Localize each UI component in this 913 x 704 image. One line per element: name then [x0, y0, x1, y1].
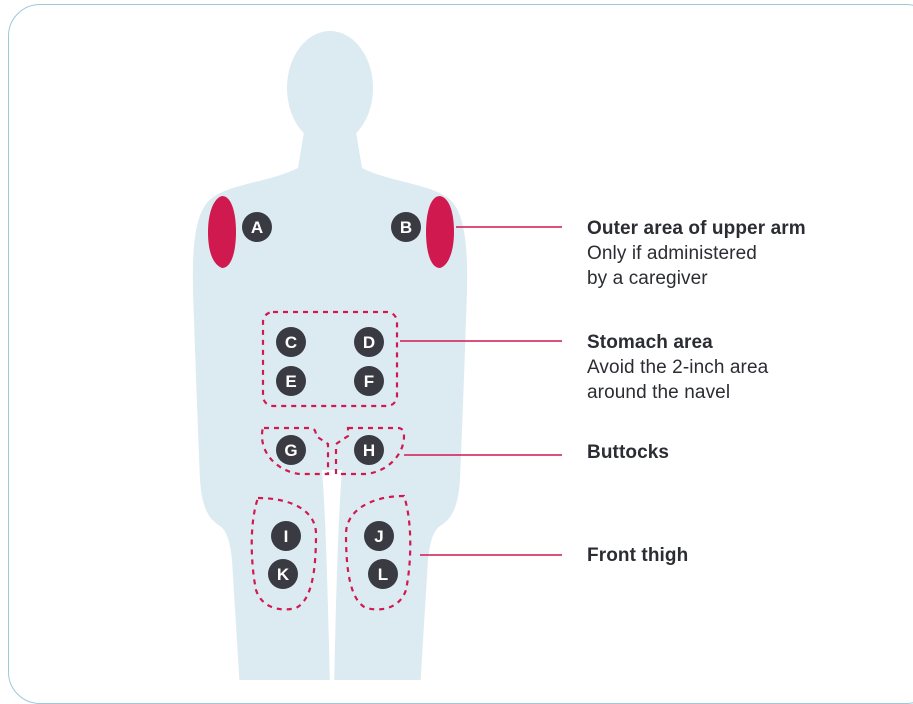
- site-badge-k: K: [268, 559, 298, 589]
- label-upper-arm: Outer area of upper arm Only if administ…: [587, 216, 806, 291]
- site-badge-i: I: [271, 521, 301, 551]
- site-badge-b-label: B: [400, 218, 412, 237]
- label-upper-arm-desc-1: Only if administered: [587, 241, 806, 266]
- site-badge-k-label: K: [277, 565, 290, 584]
- site-badge-d-label: D: [363, 333, 375, 352]
- label-stomach-title: Stomach area: [587, 330, 768, 355]
- label-stomach-desc-1: Avoid the 2-inch area: [587, 355, 768, 380]
- site-badge-b: B: [391, 212, 421, 242]
- site-badge-h: H: [354, 435, 384, 465]
- body-silhouette: [193, 31, 467, 680]
- site-badge-l-label: L: [378, 565, 388, 584]
- label-buttocks: Buttocks: [587, 440, 669, 465]
- site-badge-c: C: [276, 327, 306, 357]
- label-front-thigh: Front thigh: [587, 543, 688, 568]
- arm-highlight-left: [208, 196, 236, 268]
- label-front-thigh-title: Front thigh: [587, 543, 688, 568]
- site-badge-f: F: [354, 366, 384, 396]
- label-upper-arm-desc-2: by a caregiver: [587, 266, 806, 291]
- label-stomach-desc-2: around the navel: [587, 380, 768, 405]
- site-badge-i-label: I: [284, 527, 289, 546]
- site-badge-c-label: C: [285, 333, 297, 352]
- site-badge-d: D: [354, 327, 384, 357]
- site-badge-e-label: E: [285, 372, 296, 391]
- site-badge-e: E: [276, 366, 306, 396]
- site-badge-g: G: [276, 435, 306, 465]
- site-badge-a: A: [242, 212, 272, 242]
- label-stomach: Stomach area Avoid the 2-inch area aroun…: [587, 330, 768, 405]
- label-upper-arm-title: Outer area of upper arm: [587, 216, 806, 241]
- site-badge-h-label: H: [363, 441, 375, 460]
- site-badge-g-label: G: [284, 441, 297, 460]
- site-badge-a-label: A: [251, 218, 263, 237]
- body-diagram: A B C D E F G H I J K L: [0, 0, 913, 680]
- site-badge-j: J: [364, 521, 394, 551]
- arm-highlight-right: [426, 196, 454, 268]
- site-badge-j-label: J: [374, 527, 383, 546]
- site-badge-f-label: F: [364, 372, 374, 391]
- head-shape: [287, 31, 373, 145]
- site-badge-l: L: [368, 559, 398, 589]
- label-buttocks-title: Buttocks: [587, 440, 669, 465]
